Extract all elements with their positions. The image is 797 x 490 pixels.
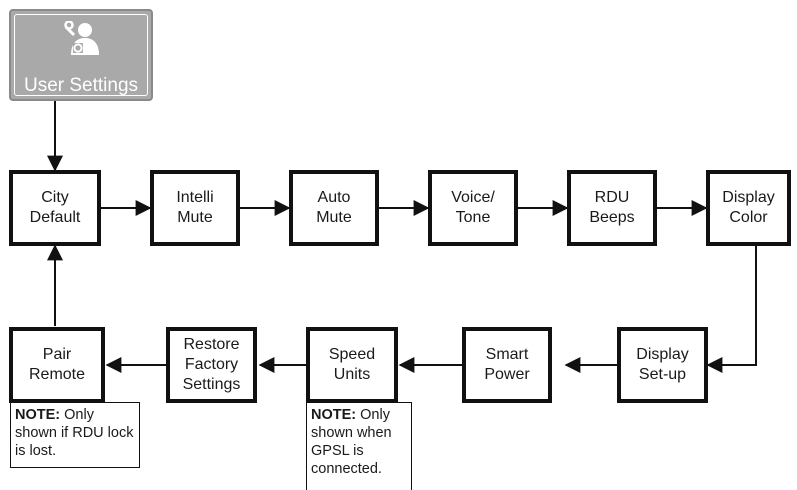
user-gear-icon	[64, 21, 99, 55]
menu-display-setup[interactable]: Display Set-up	[617, 327, 708, 403]
user-settings-label: User Settings	[23, 75, 139, 96]
user-settings-tile[interactable]: User Settings	[9, 9, 153, 101]
note-pair-remote-prefix: NOTE:	[15, 407, 61, 423]
note-pair-remote: NOTE: Only shown if RDU lock is lost.	[10, 402, 140, 468]
menu-pair-remote[interactable]: Pair Remote	[9, 327, 105, 403]
arrow-display-color-to-display-setup	[706, 244, 757, 373]
menu-speed-units[interactable]: Speed Units	[306, 327, 398, 403]
note-pair-remote-text: Only shown if RDU lock is lost.	[15, 407, 134, 459]
menu-rdu-beeps[interactable]: RDU Beeps	[567, 170, 657, 246]
menu-intelli-mute[interactable]: Intelli Mute	[150, 170, 240, 246]
note-speed-units-text: Only shown when GPSL is connected.	[311, 407, 392, 477]
menu-city-default[interactable]: City Default	[9, 170, 101, 246]
menu-display-color[interactable]: Display Color	[706, 170, 791, 246]
menu-auto-mute[interactable]: Auto Mute	[289, 170, 379, 246]
menu-smart-power[interactable]: Smart Power	[462, 327, 552, 403]
menu-restore-factory-settings[interactable]: Restore Factory Settings	[166, 327, 257, 403]
note-speed-units: NOTE: Only shown when GPSL is connected.	[306, 402, 412, 490]
menu-voice-tone[interactable]: Voice/ Tone	[428, 170, 518, 246]
note-speed-units-prefix: NOTE:	[311, 407, 357, 423]
